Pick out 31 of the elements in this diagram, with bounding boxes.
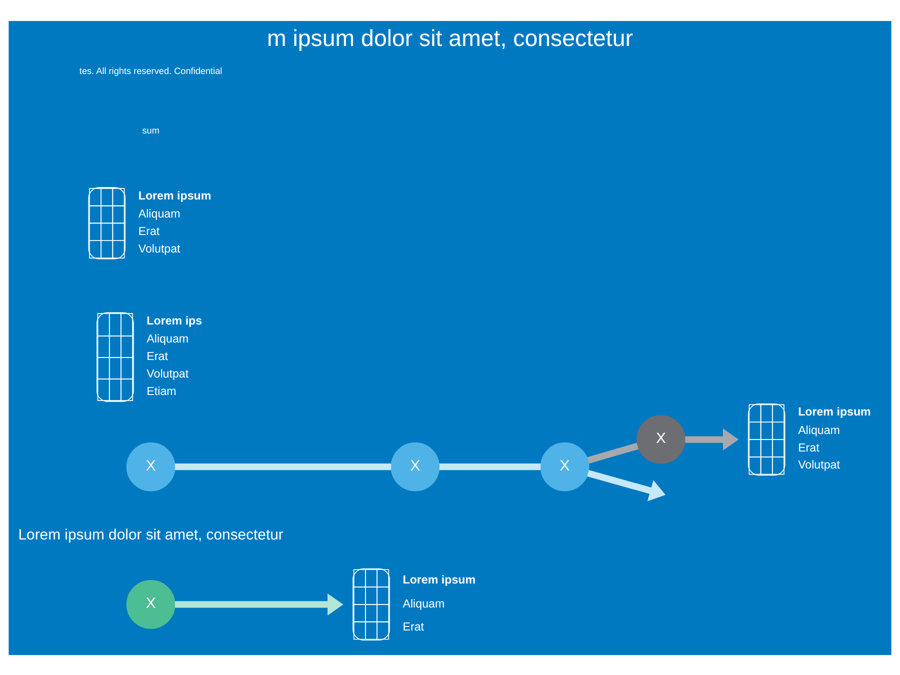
arrow bbox=[587, 469, 666, 501]
node-label: Lorem ipsum bbox=[138, 188, 212, 202]
node-label: Volutpat bbox=[138, 242, 180, 255]
node-label: Volutpat bbox=[798, 458, 840, 472]
node-label: Lorem ips bbox=[146, 314, 202, 327]
node-label: Etiam bbox=[146, 384, 176, 398]
node-circle: X bbox=[390, 442, 440, 491]
label: tes. All rights reserved. Confidential bbox=[79, 65, 222, 76]
label: sum bbox=[142, 125, 160, 136]
node-text: Lorem ipsum dolor sit amet, consectetur bbox=[18, 526, 284, 543]
node-circle: X bbox=[540, 442, 590, 491]
node-label: Erat bbox=[138, 224, 160, 238]
arrow bbox=[685, 428, 739, 450]
node-label: Volutpat bbox=[146, 367, 189, 380]
diagram-title: m ipsum dolor sit amet, consectetur bbox=[267, 24, 633, 51]
node-label: Aliquam bbox=[402, 597, 445, 610]
connector bbox=[174, 463, 392, 470]
node-circle: X bbox=[126, 442, 176, 491]
node-label: Erat bbox=[798, 440, 820, 454]
node-label: Aliquam bbox=[138, 207, 180, 220]
node-label: Erat bbox=[146, 350, 168, 363]
connector bbox=[587, 442, 638, 464]
node-label: Aliquam bbox=[146, 332, 189, 346]
node-circle: X bbox=[636, 414, 686, 464]
node-label: Lorem ipsum bbox=[798, 405, 871, 418]
node-label: Lorem ipsum bbox=[402, 572, 476, 586]
connector bbox=[439, 463, 541, 470]
node-circle: X bbox=[126, 580, 176, 628]
node-label: Erat bbox=[402, 620, 424, 634]
node-label: Aliquam bbox=[798, 423, 840, 436]
arrow bbox=[174, 592, 344, 615]
